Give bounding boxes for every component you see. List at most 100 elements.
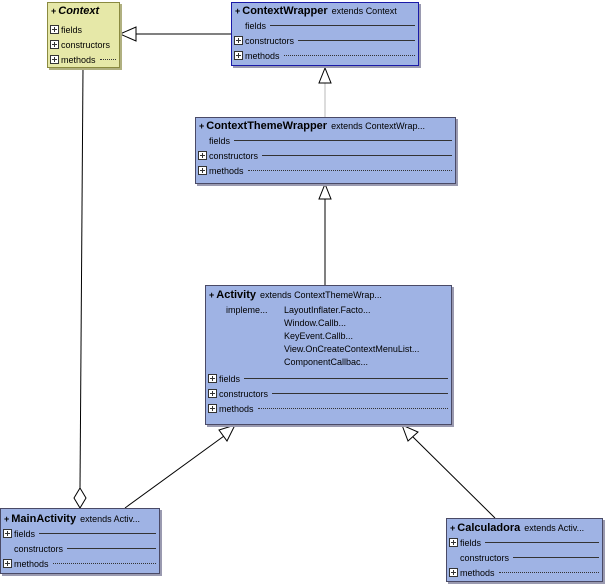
separator bbox=[272, 393, 448, 394]
section-label: methods bbox=[61, 54, 96, 65]
superclass-name: Activ... bbox=[557, 523, 585, 533]
section-label: fields bbox=[460, 537, 482, 548]
section-label: methods bbox=[245, 50, 280, 61]
superclass-name: Context bbox=[365, 6, 397, 16]
visibility-marker: + bbox=[450, 523, 456, 533]
superclass-name: ContextWrap... bbox=[365, 121, 425, 131]
class-name: Activity bbox=[216, 289, 257, 301]
visibility-marker: + bbox=[51, 6, 57, 16]
section-label: constructors bbox=[61, 39, 111, 50]
section-label: methods bbox=[460, 567, 495, 578]
separator bbox=[270, 25, 415, 26]
implements-row: Window.Callb... bbox=[206, 317, 451, 330]
expand-icon[interactable] bbox=[3, 529, 12, 538]
section-label: constructors bbox=[14, 543, 64, 554]
edge-mainactivity-to-activity bbox=[124, 435, 225, 509]
separator bbox=[234, 140, 452, 141]
separator bbox=[283, 55, 415, 56]
expand-icon[interactable] bbox=[50, 25, 59, 34]
superclass-name: ContextThemeWrap... bbox=[294, 290, 382, 300]
class-name: Context bbox=[58, 5, 100, 17]
section-constructors[interactable]: constructors bbox=[1, 541, 159, 556]
section-fields[interactable]: fields bbox=[48, 22, 119, 37]
class-name: ContextWrapper bbox=[242, 5, 328, 17]
expand-icon[interactable] bbox=[234, 51, 243, 60]
section-label: constructors bbox=[209, 150, 259, 161]
section-label: constructors bbox=[245, 35, 295, 46]
expand-icon[interactable] bbox=[50, 55, 59, 64]
class-name: MainActivity bbox=[11, 513, 77, 525]
implements-row: View.OnCreateContextMenuList... bbox=[206, 343, 451, 356]
section-methods[interactable]: methods bbox=[232, 48, 418, 63]
separator bbox=[52, 563, 156, 564]
section-constructors[interactable]: constructors bbox=[196, 148, 455, 163]
expand-icon[interactable] bbox=[449, 568, 458, 577]
separator bbox=[67, 548, 156, 549]
implements-keyword: impleme... bbox=[226, 305, 268, 315]
interface-name: LayoutInflater.Facto... bbox=[284, 305, 371, 315]
section-fields[interactable]: fields bbox=[1, 526, 159, 541]
inheritance-arrowhead bbox=[318, 182, 332, 200]
inheritance-arrowhead bbox=[218, 424, 236, 442]
class-name: Calculadora bbox=[457, 522, 521, 534]
section-fields[interactable]: fields bbox=[232, 18, 418, 33]
visibility-marker: + bbox=[4, 514, 10, 524]
section-label: constructors bbox=[219, 388, 269, 399]
section-constructors[interactable]: constructors bbox=[48, 37, 119, 52]
separator bbox=[298, 40, 415, 41]
edge-aggregation-context-mainactivity bbox=[79, 67, 84, 489]
class-context[interactable]: +Context fields constructors methods bbox=[47, 2, 120, 68]
section-label: methods bbox=[14, 558, 49, 569]
expand-icon[interactable] bbox=[208, 404, 217, 413]
section-label: methods bbox=[209, 165, 244, 176]
section-fields[interactable]: fields bbox=[206, 371, 451, 386]
visibility-marker: + bbox=[235, 6, 241, 16]
section-methods[interactable]: methods bbox=[48, 52, 119, 67]
edge-calculadora-to-activity bbox=[412, 436, 496, 519]
section-label: fields bbox=[245, 20, 267, 31]
expand-icon[interactable] bbox=[234, 36, 243, 45]
expand-icon[interactable] bbox=[198, 166, 207, 175]
separator bbox=[39, 533, 156, 534]
section-constructors[interactable]: constructors bbox=[206, 386, 451, 401]
section-methods[interactable]: methods bbox=[447, 565, 602, 580]
section-label: constructors bbox=[460, 552, 510, 563]
extends-keyword: extends bbox=[331, 6, 364, 16]
section-methods[interactable]: methods bbox=[196, 163, 455, 178]
extends-keyword: extends bbox=[260, 290, 292, 300]
section-constructors[interactable]: constructors bbox=[447, 550, 602, 565]
section-constructors[interactable]: constructors bbox=[232, 33, 418, 48]
inheritance-arrowhead bbox=[318, 66, 332, 84]
section-fields[interactable]: fields bbox=[447, 535, 602, 550]
expand-icon[interactable] bbox=[208, 374, 217, 383]
separator bbox=[498, 572, 599, 573]
section-label: fields bbox=[219, 373, 241, 384]
expand-icon[interactable] bbox=[208, 389, 217, 398]
implements-row: ComponentCallbac... bbox=[206, 356, 451, 369]
separator bbox=[247, 170, 452, 171]
extends-keyword: extends bbox=[331, 121, 363, 131]
section-fields[interactable]: fields bbox=[196, 133, 455, 148]
section-methods[interactable]: methods bbox=[206, 401, 451, 416]
section-label: fields bbox=[14, 528, 36, 539]
expand-icon[interactable] bbox=[50, 40, 59, 49]
section-label: fields bbox=[61, 24, 83, 35]
section-methods[interactable]: methods bbox=[1, 556, 159, 571]
expand-icon[interactable] bbox=[3, 559, 12, 568]
expand-icon[interactable] bbox=[198, 151, 207, 160]
section-label: methods bbox=[219, 403, 254, 414]
visibility-marker: + bbox=[209, 290, 215, 300]
class-name: ContextThemeWrapper bbox=[206, 120, 328, 132]
expand-icon[interactable] bbox=[449, 538, 458, 547]
separator bbox=[257, 408, 448, 409]
